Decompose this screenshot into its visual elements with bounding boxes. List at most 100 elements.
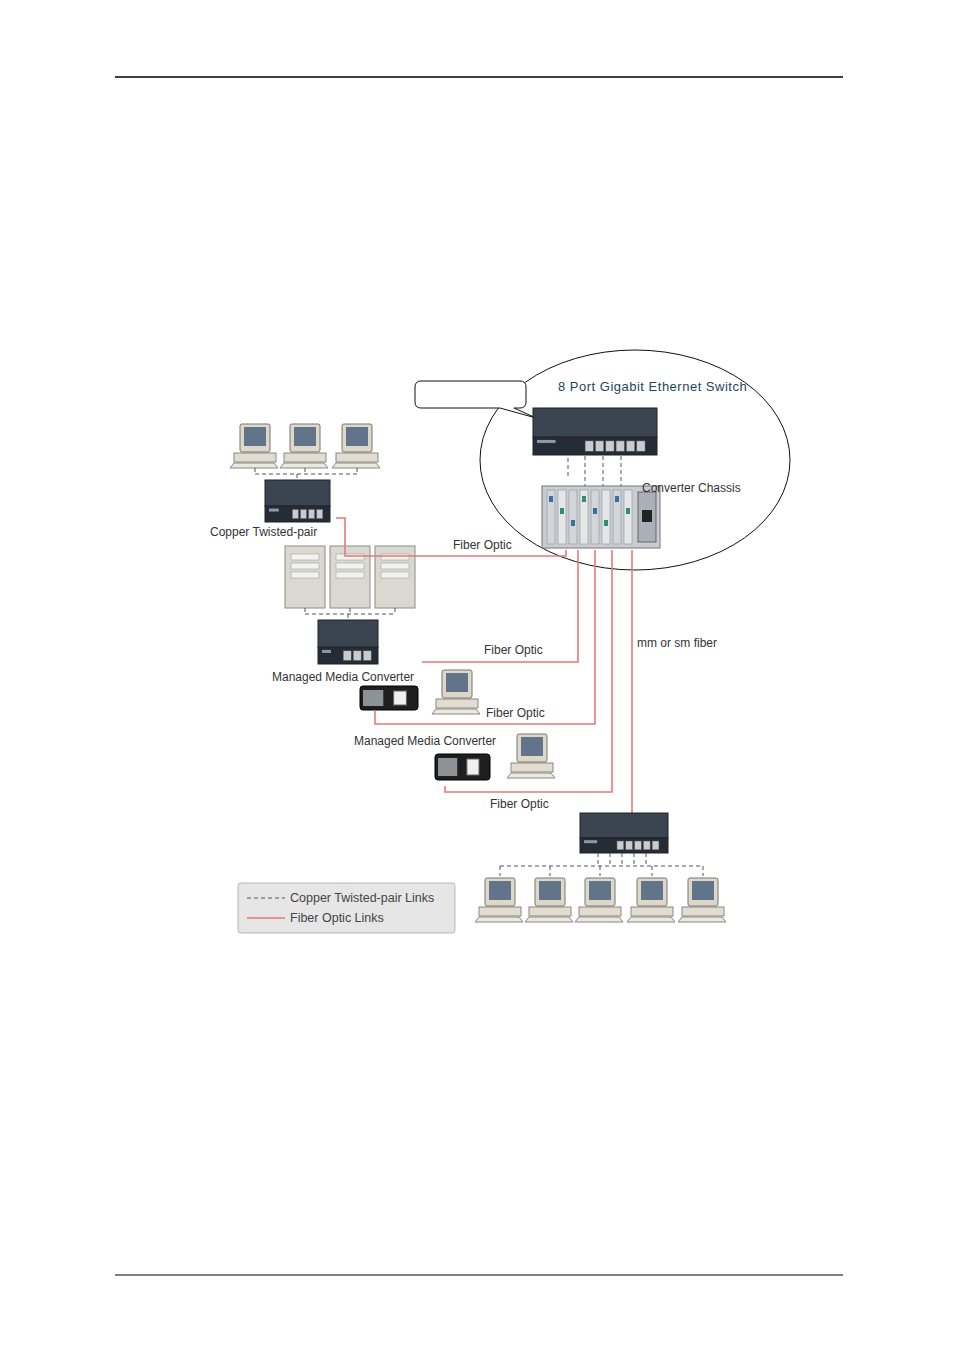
device-port (595, 441, 603, 451)
pc-keyboard (432, 709, 480, 714)
pc-monitor (585, 878, 615, 906)
pc-icon (575, 878, 623, 922)
device-front (533, 437, 657, 455)
copper-link (568, 458, 569, 476)
link-label: mm or sm fiber (637, 636, 717, 650)
copper-link (598, 853, 599, 866)
copper-link (652, 866, 653, 876)
converter-body (360, 686, 418, 710)
device-port (635, 841, 642, 850)
pc-keyboard (627, 917, 675, 922)
device-node: Managed Media Converter (352, 732, 504, 786)
device-logo (322, 650, 331, 653)
pc-case (511, 763, 553, 772)
server-bay (381, 563, 409, 569)
server-bay (336, 563, 364, 569)
device-node: 8 Port Gigabit Ethernet Switch (530, 376, 758, 458)
pc-screen (346, 427, 368, 446)
pc-monitor (517, 734, 547, 762)
copper-link (357, 468, 358, 474)
fiber-link (375, 550, 595, 724)
server-bay (291, 563, 319, 569)
chassis-card (624, 490, 632, 544)
device-port (617, 841, 624, 850)
legend-label: Fiber Optic Links (290, 911, 384, 925)
pc-icon (507, 734, 555, 778)
chassis-card (547, 490, 555, 544)
copper-link (500, 866, 703, 867)
chassis-led (560, 508, 564, 514)
chassis-card (558, 490, 566, 544)
callout-bubble (415, 381, 536, 418)
converter-body (435, 754, 490, 780)
pc-case (631, 907, 673, 916)
fiber-link (336, 518, 566, 556)
chassis-led (549, 496, 553, 502)
pc-monitor (485, 878, 515, 906)
chassis-led (604, 520, 608, 526)
pc-case (336, 453, 378, 462)
chassis-power (638, 492, 656, 542)
chassis-led (571, 520, 575, 526)
link-label: Fiber Optic (486, 706, 545, 720)
device-port (626, 441, 634, 451)
device-port (353, 651, 361, 661)
switch-device (580, 813, 668, 853)
device-port (637, 441, 645, 451)
pc-monitor (442, 670, 472, 698)
copper-link (603, 456, 604, 486)
copper-link (610, 853, 611, 866)
converter-rj45 (467, 759, 479, 775)
device-port (300, 509, 306, 518)
pc-keyboard (507, 773, 555, 778)
copper-link (621, 456, 622, 486)
pc-screen (244, 427, 266, 446)
switch-device (318, 620, 378, 664)
chassis-led (593, 508, 597, 514)
page-rule (115, 1275, 843, 1276)
device-top (580, 813, 668, 838)
pc-monitor (688, 878, 718, 906)
link-label: Fiber Optic (453, 538, 512, 552)
device-label: Converter Chassis (642, 481, 741, 495)
chassis-card (613, 490, 621, 544)
pc-case (529, 907, 571, 916)
server-bay (336, 554, 364, 560)
device-port (585, 441, 593, 451)
device-port (606, 441, 614, 451)
pc-icon (280, 424, 328, 468)
device-front (318, 647, 378, 664)
copper-link (305, 608, 306, 614)
server-bay (291, 572, 319, 578)
pc-icon (627, 878, 675, 922)
copper-link (600, 866, 601, 876)
switch-device (533, 408, 657, 455)
legend-samples (247, 898, 285, 918)
pc-screen (446, 673, 468, 692)
converter-fiber-port (363, 690, 383, 706)
pc-case (479, 907, 521, 916)
copper-link (703, 866, 704, 876)
device-port (343, 651, 351, 661)
copper-link (395, 608, 396, 614)
device-logo (537, 440, 556, 443)
fiber-link (445, 550, 612, 792)
device-port (309, 509, 315, 518)
copper-link (348, 614, 349, 620)
legend-sample (247, 898, 285, 899)
device-logo (269, 509, 279, 512)
pc-keyboard (332, 463, 380, 468)
pc-keyboard (475, 917, 523, 922)
pc-keyboard (678, 917, 726, 922)
pc-icon (230, 424, 278, 468)
pc-screen (589, 881, 611, 900)
chassis-switch (642, 510, 652, 522)
pc-keyboard (575, 917, 623, 922)
device-port (616, 441, 624, 451)
server-tower (285, 546, 325, 608)
device-top (318, 620, 378, 647)
fiber-link (631, 550, 633, 813)
copper-link (585, 456, 586, 486)
